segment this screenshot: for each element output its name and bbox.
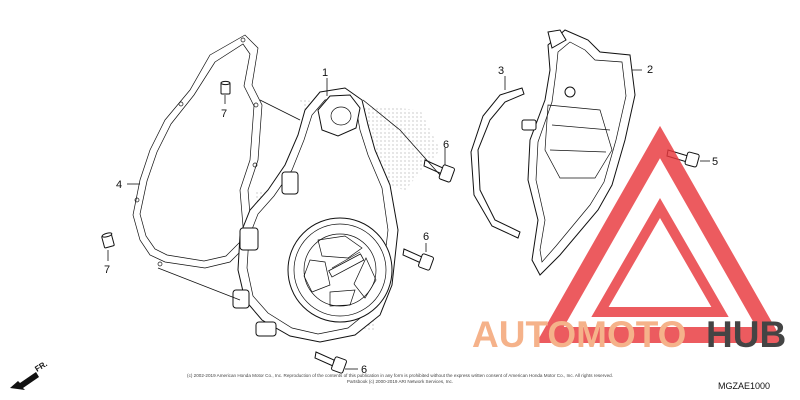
copyright-line-2: Partsbook (c) 2000-2019 ARI Network Serv… [347, 379, 453, 384]
callout-5: 5 [712, 156, 718, 168]
callout-6-middle: 6 [423, 231, 429, 243]
gasket [132, 34, 263, 269]
dowel-pin-lower [101, 232, 115, 249]
guide-strip [470, 87, 525, 239]
left-crankcase-cover [232, 87, 399, 343]
callout-2: 2 [647, 64, 653, 76]
watermark-logo-icon [536, 125, 784, 343]
callout-4: 4 [116, 179, 122, 191]
copyright-line-1: (c) 2002-2019 American Honda Motor Co., … [187, 373, 613, 378]
watermark-text-hub: HUB [706, 314, 786, 355]
sprocket-cover [521, 29, 636, 276]
bolt-upper [423, 159, 455, 183]
front-direction-arrow-icon [10, 372, 39, 390]
callout-6-lower: 6 [361, 364, 367, 376]
bolt-middle [402, 248, 434, 271]
callout-7-upper: 7 [221, 108, 227, 120]
watermark-text-automoto: AUTOMOTO [472, 314, 686, 355]
diagram-code: MGZAE1000 [718, 381, 770, 391]
direction-label: FR. [33, 359, 49, 373]
callout-7-lower: 7 [104, 264, 110, 276]
callout-1: 1 [322, 67, 328, 79]
callout-6-upper: 6 [443, 139, 449, 151]
callout-3: 3 [498, 65, 504, 77]
bolt-lower [314, 351, 347, 374]
dowel-pin-upper [220, 80, 231, 95]
